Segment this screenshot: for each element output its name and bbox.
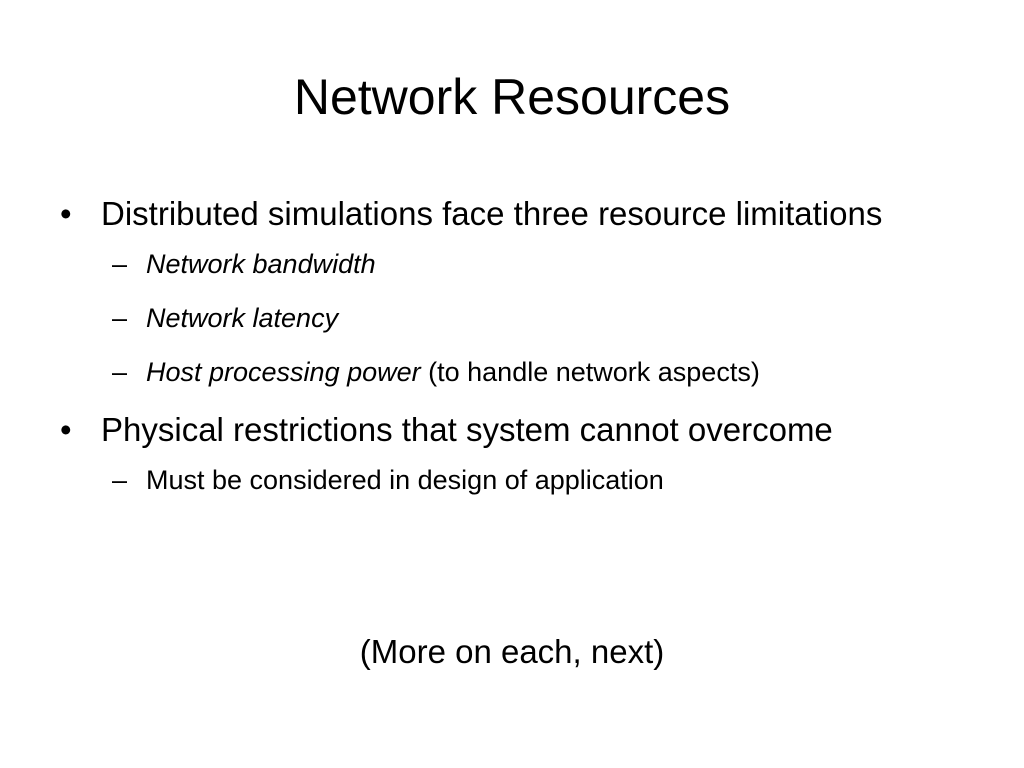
dash-icon: – [112,357,128,387]
dash-icon: – [112,249,128,279]
bullet-1-text: Distributed simulations face three resou… [101,195,883,232]
sub-bullet-2-1-rest: Must be considered in design of applicat… [146,465,664,495]
dash-icon: – [112,465,128,495]
sub-bullet-2-1: – Must be considered in design of applic… [60,460,980,500]
bullet-2-text: Physical restrictions that system cannot… [101,411,833,448]
sub-bullet-1-3-rest: (to handle network aspects) [420,357,760,387]
dash-icon: – [112,303,128,333]
slide-title: Network Resources [293,69,731,125]
sub-bullet-1-2-italic: Network latency [146,303,339,333]
bullet-2: • Physical restrictions that system cann… [60,406,980,454]
sub-bullet-1-3: – Host processing power (to handle netwo… [60,352,980,392]
bullet-1: • Distributed simulations face three res… [60,190,980,238]
sub-bullet-1-1: – Network bandwidth [60,244,980,284]
sub-bullet-1-1-italic: Network bandwidth [146,249,376,279]
slide-body: • Distributed simulations face three res… [60,190,980,500]
bullet-dot-icon: • [60,411,72,448]
slide-note: (More on each, next) [359,633,665,670]
sub-bullet-1-3-italic: Host processing power [146,357,421,387]
sub-bullet-1-2: – Network latency [60,298,980,338]
bullet-dot-icon: • [60,195,72,232]
